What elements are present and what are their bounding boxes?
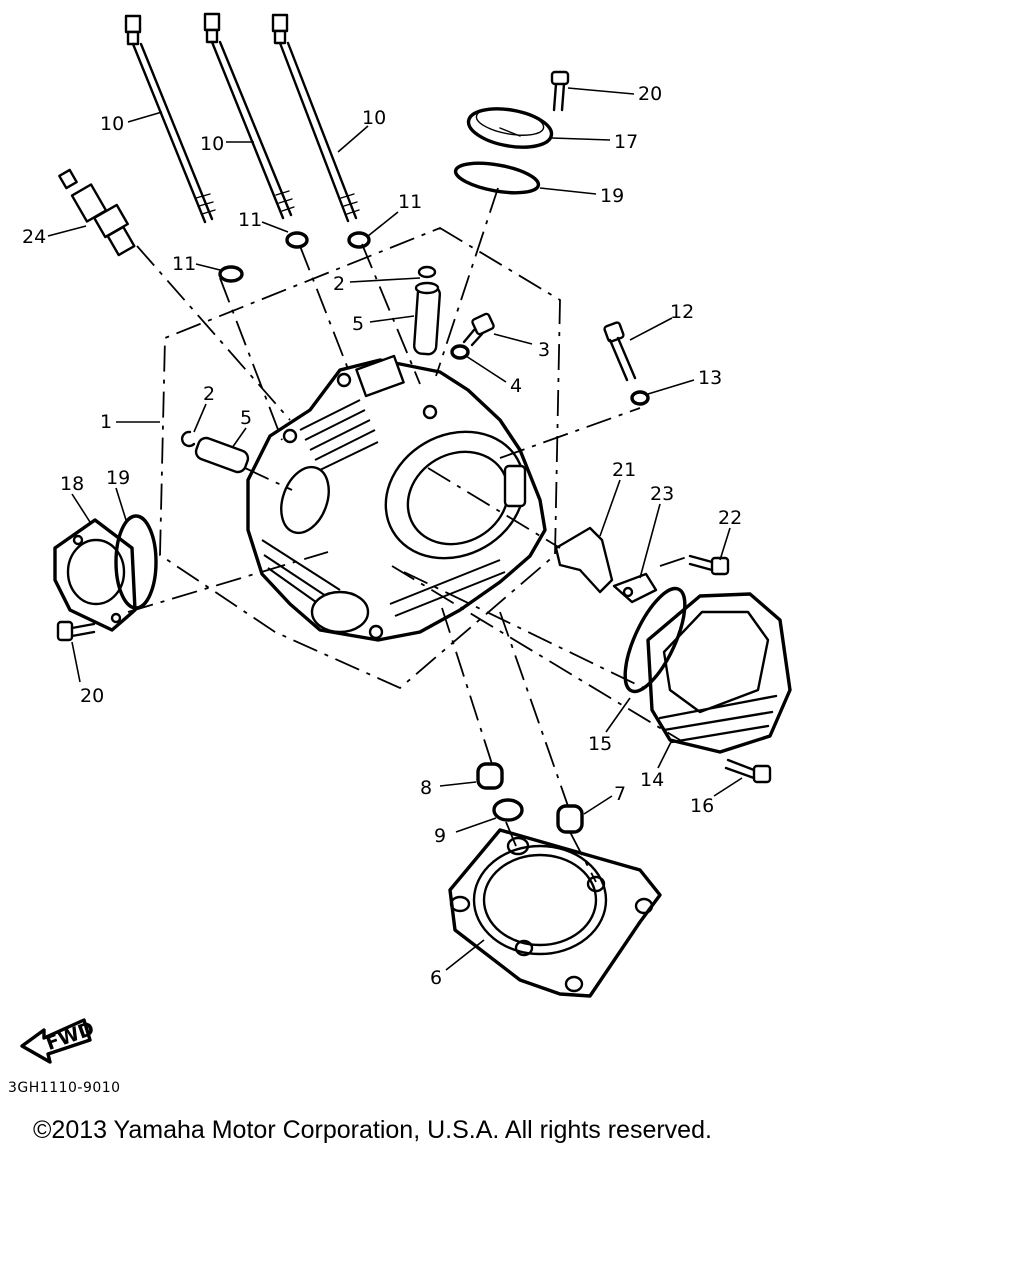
o-ring-19-side — [114, 514, 158, 610]
part-label: 18 — [60, 473, 84, 495]
stud-bolt-10-right — [271, 13, 360, 223]
part-label: 15 — [588, 733, 612, 755]
part-label: 10 — [100, 113, 124, 135]
cylinder-head-1 — [246, 354, 547, 642]
part-label: 22 — [718, 507, 742, 529]
head-assembly-boundary — [159, 226, 561, 690]
part-number-labels: 10 10 10 20 17 19 24 11 11 11 2 5 3 4 12… — [22, 83, 742, 989]
oil-filler-cap-17 — [466, 107, 554, 149]
part-label: 17 — [614, 131, 638, 153]
part-label: 8 — [420, 777, 432, 799]
part-label: 3 — [538, 339, 550, 361]
bolt-22 — [688, 554, 730, 576]
part-label: 12 — [670, 301, 694, 323]
bracket-23 — [612, 572, 658, 604]
part-label: 4 — [510, 375, 522, 397]
part-label: 6 — [430, 967, 442, 989]
part-label: 5 — [352, 313, 364, 335]
washer-11-a — [218, 265, 244, 283]
washer-11-c — [347, 231, 371, 249]
copyright-notice: ©2013 Yamaha Motor Corporation, U.S.A. A… — [33, 1116, 712, 1144]
center-lines — [127, 187, 691, 883]
valve-guide-5-upper — [412, 281, 442, 356]
clip-2-upper — [417, 265, 437, 279]
guide-21 — [554, 526, 614, 594]
forward-arrow-icon: FWD — [20, 1017, 97, 1064]
dowel-7 — [556, 804, 584, 834]
head-cover-14 — [646, 592, 792, 754]
screw-20-side — [56, 620, 96, 642]
part-label: 24 — [22, 226, 46, 248]
part-label: 20 — [80, 685, 104, 707]
o-ring-19-top — [453, 161, 541, 195]
part-label: 2 — [203, 383, 215, 405]
stud-bolt-10-left — [124, 14, 216, 224]
side-cover-18 — [53, 518, 137, 632]
part-label: 7 — [614, 783, 626, 805]
part-label: 20 — [638, 83, 662, 105]
fwd-label: FWD — [43, 1017, 97, 1055]
bolt-16 — [724, 758, 772, 784]
dowel-8 — [476, 762, 504, 790]
part-label: 13 — [698, 367, 722, 389]
part-label: 11 — [172, 253, 196, 275]
seal-9 — [492, 798, 524, 822]
part-label: 2 — [333, 273, 345, 295]
part-label: 21 — [612, 459, 636, 481]
washer-13 — [630, 390, 650, 406]
part-label: 23 — [650, 483, 674, 505]
bolt-12 — [603, 321, 637, 382]
part-label: 1 — [100, 411, 112, 433]
valve-guide-5-left — [194, 436, 250, 474]
part-label: 5 — [240, 407, 252, 429]
leader-lines — [47, 87, 743, 971]
part-label: 10 — [200, 133, 224, 155]
part-label: 16 — [690, 795, 714, 817]
o-ring-15 — [623, 586, 687, 694]
washer-11-b — [285, 231, 309, 249]
part-label: 9 — [434, 825, 446, 847]
part-label: 19 — [106, 467, 130, 489]
bolt-3 — [462, 312, 495, 347]
head-gasket-6 — [448, 828, 662, 998]
part-label: 10 — [362, 107, 386, 129]
clip-2-left — [181, 430, 196, 448]
part-label: 14 — [640, 769, 664, 791]
drawing-code: 3GH1110-9010 — [8, 1080, 121, 1096]
part-label: 19 — [600, 185, 624, 207]
screw-20-top — [550, 70, 570, 112]
part-label: 11 — [238, 209, 262, 231]
washer-4 — [450, 344, 470, 360]
spark-plug-24 — [58, 168, 136, 257]
stud-bolt-10-middle — [203, 12, 295, 220]
part-label: 11 — [398, 191, 422, 213]
